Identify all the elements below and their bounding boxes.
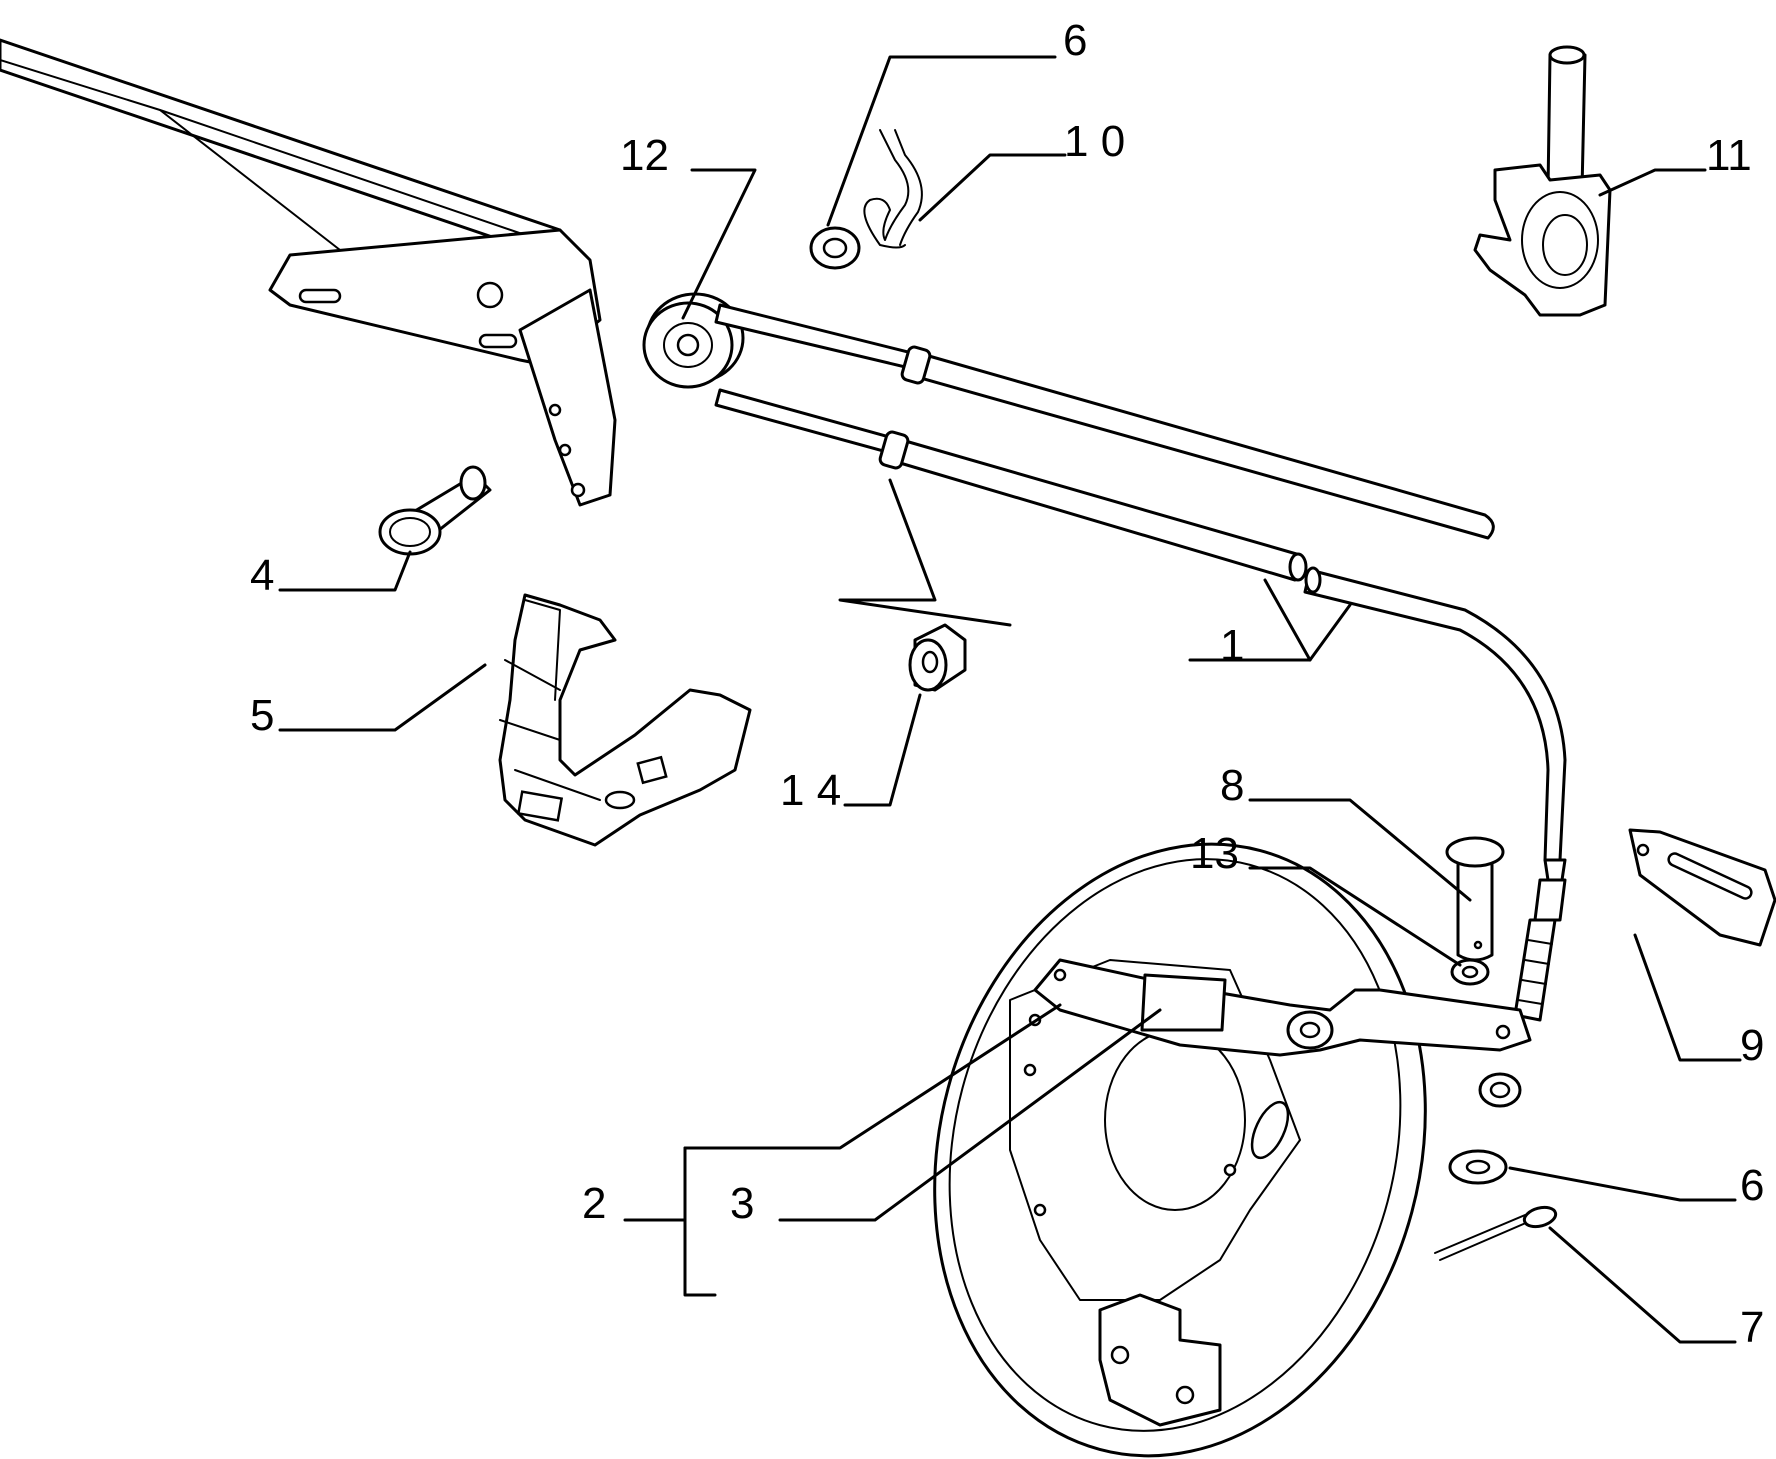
callout-8: 8	[1220, 761, 1244, 810]
callout-3: 3	[730, 1179, 754, 1228]
callout-9: 9	[1740, 1021, 1764, 1070]
cable-holder-part-11	[1473, 45, 1612, 317]
callout-12: 12	[620, 131, 669, 180]
washer-part-6-top	[809, 226, 861, 270]
clevis-pin-part-8	[1445, 836, 1505, 962]
callout-5: 5	[250, 691, 274, 740]
brake-backing-plate	[933, 842, 1427, 1458]
callout-10: 1 0	[1064, 117, 1125, 166]
callout-13: 13	[1190, 829, 1239, 878]
callout-4: 4	[250, 551, 274, 600]
bracket-plate-part-9	[1628, 828, 1776, 947]
cable-end-fitting	[1478, 858, 1567, 1108]
callout-6-top: 6	[1063, 16, 1087, 65]
callout-6-right: 6	[1740, 1161, 1764, 1210]
callout-7: 7	[1740, 1303, 1764, 1352]
washer-part-6-right	[1448, 1149, 1508, 1185]
callout-labels: 6 1 0 12 11 4 5 1 4 1 8 13 9 6 7 2 3	[250, 16, 1764, 1352]
leader-lines	[278, 55, 1742, 1344]
callout-11: 11	[1706, 131, 1752, 180]
split-pin-part-7	[1434, 1205, 1558, 1261]
grommet-part-14	[908, 623, 967, 692]
pulley-part-12	[642, 292, 745, 389]
brake-lever-part-2	[1033, 958, 1532, 1057]
cable-clamp-part-5	[498, 593, 752, 847]
callout-14: 1 4	[780, 766, 841, 815]
callout-1: 1	[1220, 621, 1244, 670]
pin-part-4	[378, 465, 492, 556]
chassis-arm-bracket	[0, 38, 617, 507]
callout-2: 2	[582, 1179, 606, 1228]
r-clip-part-10	[863, 129, 923, 249]
brake-cable-part-1	[714, 303, 1567, 862]
